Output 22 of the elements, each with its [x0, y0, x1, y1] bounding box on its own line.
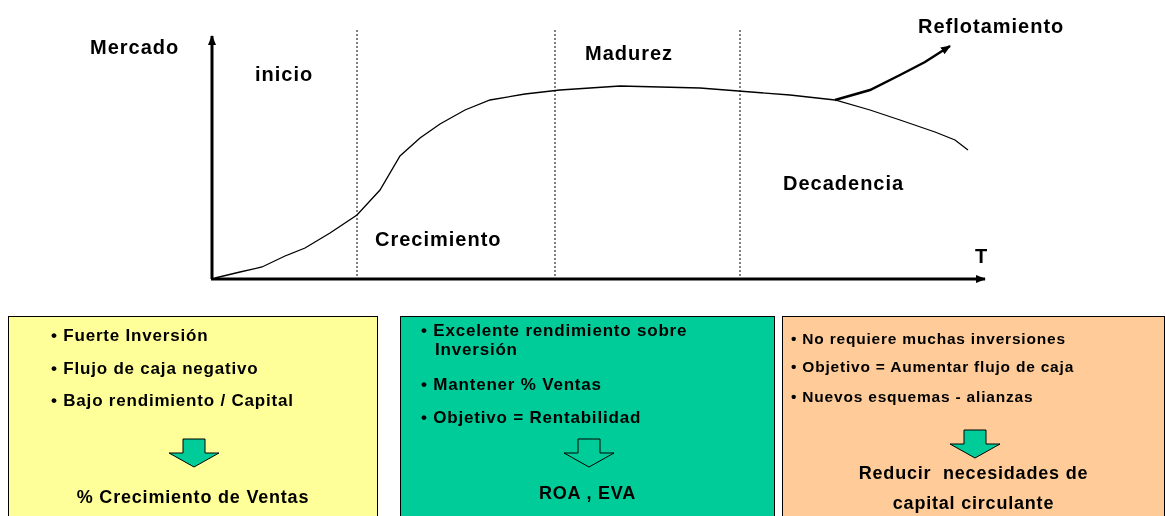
bullet-item: • Flujo de caja negativo: [51, 359, 260, 378]
phase-label: Decadencia: [783, 172, 905, 195]
axis-label: Mercado: [90, 36, 180, 59]
phase-label: Reflotamiento: [918, 15, 1065, 38]
bullet-item: • Bajo rendimiento / Capital: [51, 391, 295, 410]
bullet-item: • Mantener % Ventas: [421, 375, 603, 394]
bullet-item: • No requiere muchas inversiones: [791, 329, 1067, 348]
axis-label: T: [975, 245, 989, 268]
result-text: ROA , EVA: [537, 482, 638, 505]
bullet-item: • Excelente rendimiento sobre Inversión: [421, 321, 689, 359]
bullet-item: • Fuerte Inversión: [51, 326, 210, 345]
bullet-item: • Objetivo = Aumentar flujo de caja: [791, 357, 1076, 376]
phase-label: Crecimiento: [375, 228, 502, 251]
info-panel: [400, 316, 775, 516]
phase-label: inicio: [255, 63, 314, 86]
bullet-item: • Objetivo = Rentabilidad: [421, 408, 643, 427]
info-panel: [8, 316, 378, 516]
phase-label: Madurez: [585, 42, 674, 65]
info-panel: [782, 316, 1165, 516]
result-text: Reducir necesidades de capital circulante: [857, 462, 1090, 515]
result-text: % Crecimiento de Ventas: [75, 486, 311, 509]
bullet-item: • Nuevos esquemas - alianzas: [791, 387, 1035, 406]
